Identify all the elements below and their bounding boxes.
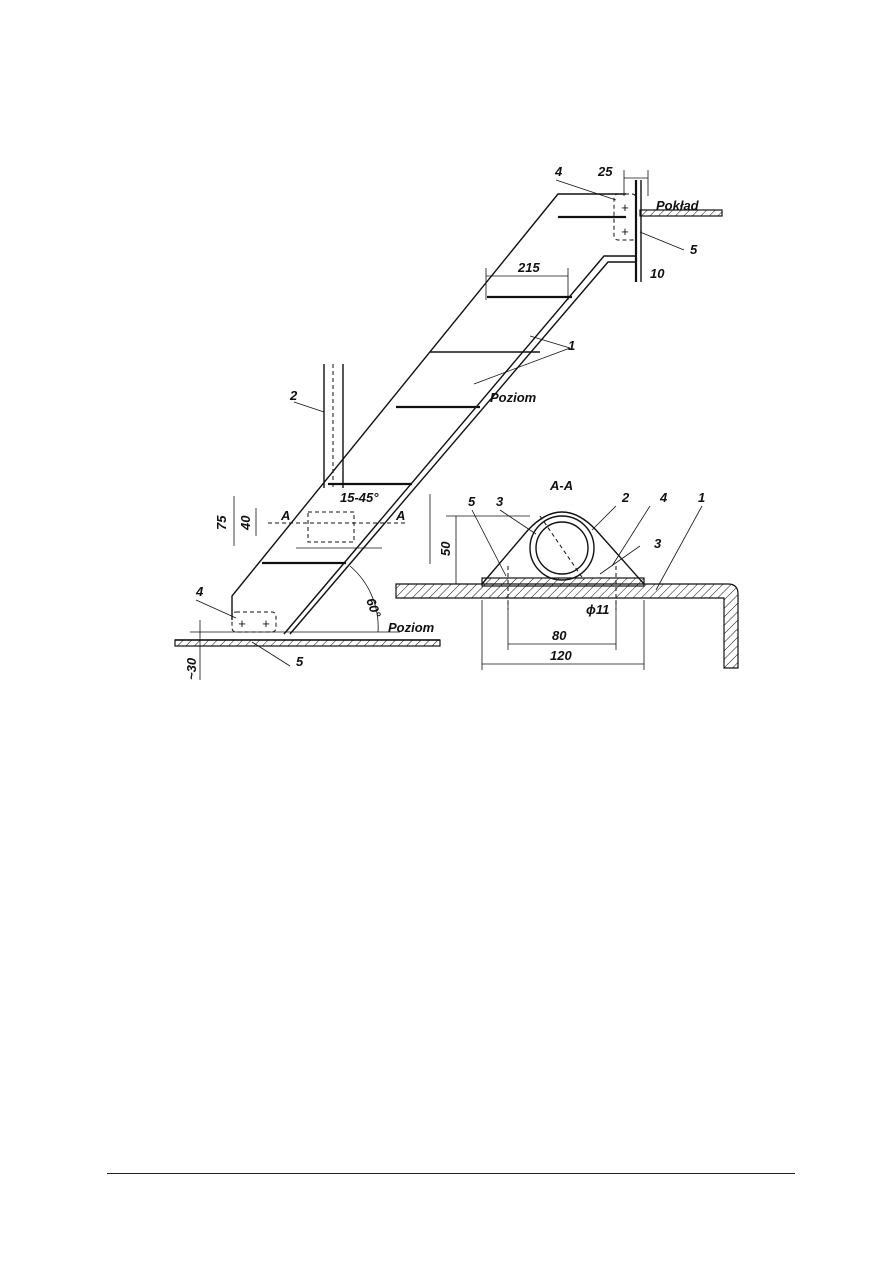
dimension-lines (199, 170, 649, 680)
dim-phi-11: ϕ11 (586, 602, 609, 617)
angle-arc (349, 565, 379, 633)
stringer-left (231, 193, 626, 620)
section-mark-right: A (395, 508, 405, 523)
label-sec-weld-3: 3 (654, 536, 662, 551)
label-part-4-bottom: 4 (195, 584, 204, 599)
dim-30: ~30 (184, 657, 199, 680)
svg-text:+: + (238, 616, 246, 631)
angle-profile (395, 583, 739, 669)
label-part-4-top: 4 (554, 164, 563, 179)
stringer-right (283, 255, 636, 635)
label-sec-part-4: 4 (659, 490, 668, 505)
label-part-1: 1 (568, 338, 575, 353)
dim-75: 75 (214, 515, 229, 530)
dim-50: 50 (438, 541, 453, 556)
label-sec-part-2: 2 (621, 490, 630, 505)
dim-215: 215 (517, 260, 540, 275)
pipe-support (307, 511, 355, 543)
base-plate (481, 577, 645, 587)
label-deck: Pokład (656, 198, 700, 213)
svg-text:+: + (262, 616, 270, 631)
label-sec-part-1: 1 (698, 490, 705, 505)
saddle-bracket (481, 511, 645, 585)
pipe-outer (529, 515, 595, 581)
weld-5-top: 5 (690, 242, 698, 257)
label-ladder-angle: 60° (363, 596, 384, 620)
label-sec-part-3: 3 (496, 494, 504, 509)
label-level-bottom: Poziom (388, 620, 435, 635)
deck-plate (639, 209, 723, 217)
floor-plate (174, 639, 441, 647)
footer-rule (107, 1173, 795, 1174)
label-rung-angle: 15-45° (340, 490, 379, 505)
section-mark-left: A (280, 508, 290, 523)
label-section-a-a: A-A (549, 478, 573, 493)
svg-text:+: + (621, 224, 629, 239)
ladder-side-view: + + + + (174, 170, 723, 680)
label-sec-part-5: 5 (468, 494, 476, 509)
label-part-2: 2 (289, 388, 298, 403)
rungs (262, 215, 626, 565)
svg-text:+: + (621, 200, 629, 215)
label-level-top: Poziom (490, 390, 537, 405)
dim-40: 40 (238, 515, 253, 531)
section-a-a-view (395, 505, 739, 670)
pipe-inner (535, 521, 589, 575)
dim-25: 25 (597, 164, 613, 179)
bracket-upper (613, 193, 637, 241)
dim-120: 120 (550, 648, 572, 663)
dim-10: 10 (650, 266, 665, 281)
labels: 4 25 Pokład 5 10 215 1 2 Poziom 15-45° A… (184, 164, 705, 680)
dim-80: 80 (552, 628, 567, 643)
weld-5-bottom: 5 (296, 654, 304, 669)
